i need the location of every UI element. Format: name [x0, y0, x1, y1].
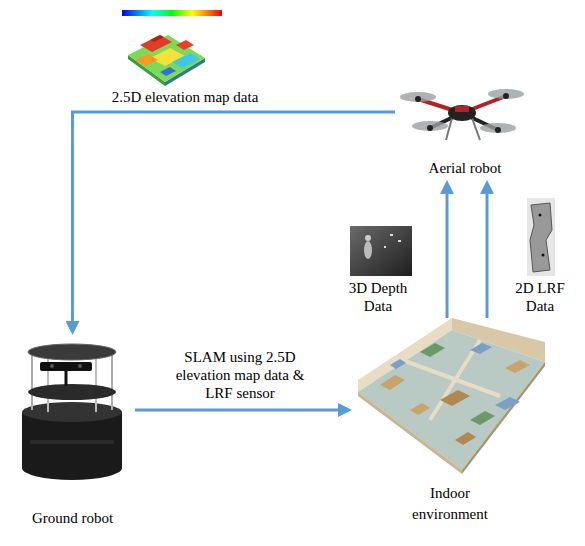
node-label: Indoor environment — [412, 485, 488, 523]
caption-block: Aerial robot — [400, 158, 530, 180]
edge-label: 2.5D elevation map data — [112, 89, 259, 105]
elevation-map — [128, 35, 205, 86]
caption-group: Aerial robot — [400, 158, 530, 180]
environment-node: Indoor environment — [350, 318, 550, 526]
quadcopter — [400, 89, 524, 140]
caption-block: Indoor environment — [402, 483, 498, 527]
robot-node: Ground robot — [10, 335, 135, 530]
flow-arrow — [446, 188, 449, 318]
ground-robot-figure — [22, 344, 122, 480]
flow-arrow — [486, 188, 489, 318]
caption-group: Ground robot — [13, 508, 133, 530]
edge-label-box: 2.5D elevation map data — [85, 88, 285, 106]
edge-label-box: 3D Depth Data — [342, 279, 414, 315]
node-label: Aerial robot — [429, 160, 502, 176]
flow-arrow — [135, 409, 344, 412]
color-bar — [122, 10, 222, 16]
flow-arrow — [73, 112, 396, 327]
caption-group: Indoor environment — [402, 483, 498, 527]
edge-label-box: SLAM using 2.5D elevation map data & LRF… — [170, 348, 310, 402]
edge-label: 2D LRF Data — [515, 280, 565, 314]
lrf-scan-image — [527, 198, 555, 276]
depth-image — [350, 226, 412, 276]
edge-label-box: 2D LRF Data — [509, 279, 571, 315]
edge-label: SLAM using 2.5D elevation map data & LRF… — [176, 349, 305, 401]
caption-block: Ground robot — [13, 508, 133, 530]
robot-node: Aerial robot — [395, 82, 535, 180]
indoor-environment-figure — [358, 318, 545, 474]
node-label: Ground robot — [32, 510, 113, 526]
edge-label: 3D Depth Data — [349, 280, 408, 314]
